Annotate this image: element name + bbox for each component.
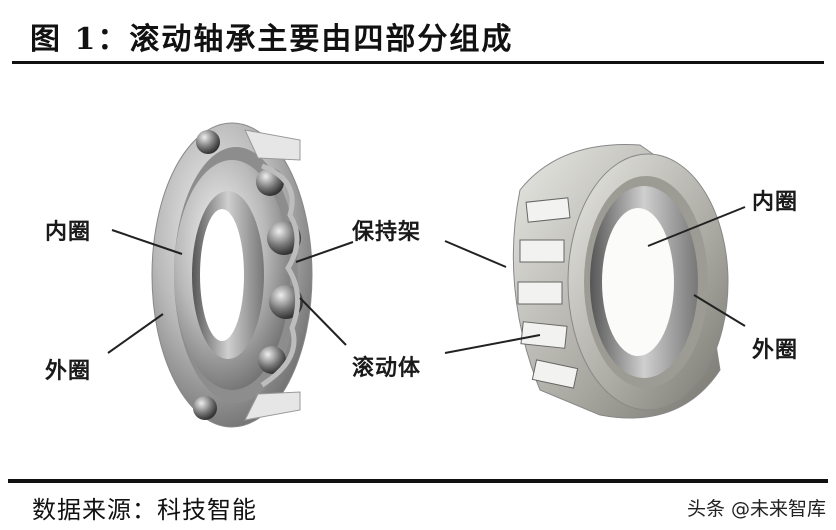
- ball-bearing-icon: [151, 122, 313, 428]
- watermark: 头条 @未来智库: [686, 498, 826, 520]
- top-divider: [12, 61, 824, 64]
- bottom-divider: [8, 479, 828, 483]
- bearing-illustration: [107, 122, 746, 428]
- label-rolling-element: 滚动体: [352, 356, 422, 381]
- leader-lines: [107, 206, 746, 354]
- label-outer-ring-left: 外圈: [45, 359, 92, 384]
- bearing-figure: 内圈 外圈 保持架 滚动体 内圈 外圈: [0, 70, 836, 475]
- figure-title: 图 1：滚动轴承主要由四部分组成: [30, 22, 514, 57]
- tapered-roller-bearing-icon: [512, 144, 729, 419]
- label-inner-ring-left: 内圈: [45, 220, 92, 245]
- source-note: 数据来源：科技智能: [32, 496, 257, 524]
- label-outer-ring-right: 外圈: [752, 338, 799, 363]
- label-cage: 保持架: [352, 220, 422, 245]
- label-inner-ring-right: 内圈: [752, 190, 799, 215]
